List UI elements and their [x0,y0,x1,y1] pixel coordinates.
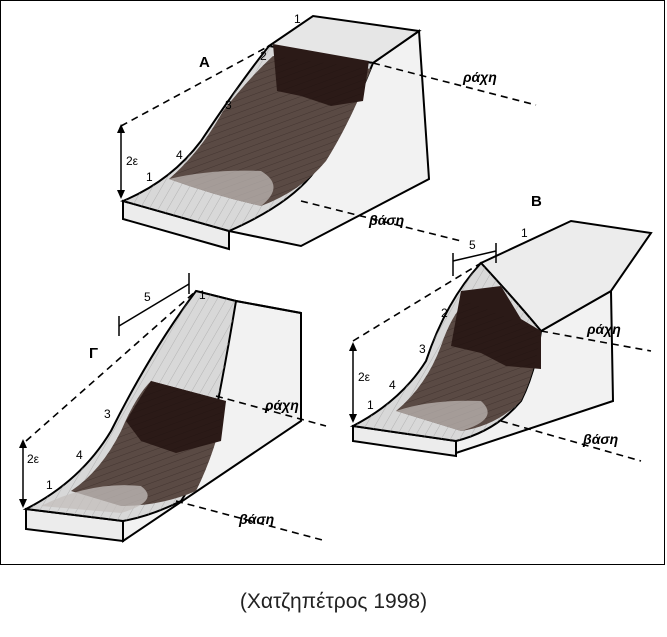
block-b-base-dashed [500,420,642,462]
block-g-width-arrow [118,283,190,327]
block-g-letter: Γ [89,345,98,362]
block-a-ridge-dashed-right [372,62,537,106]
block-b-ridge-label: ράχη [586,321,621,337]
block-a-ridge-label: ράχη [462,69,497,85]
block-g-ridge-dashed-left [25,290,197,442]
block-a-height-label: 2ε [126,154,139,168]
block-b-width-label: 5 [469,238,476,252]
block-b-number-1-base: 1 [367,398,374,412]
block-g-number-4: 4 [76,448,83,462]
block-a-number-1-top: 1 [294,12,301,26]
block-b-ridge-dashed-right [540,330,652,352]
block-a-number-3: 3 [225,98,232,112]
block-a-number-1-base: 1 [146,170,153,184]
block-b-number-2: 2 [441,306,448,320]
block-a-base-dashed [300,200,462,242]
block-g-number-1-top: 1 [199,288,206,302]
block-a-number-2: 2 [260,49,267,63]
block-a: Α 1 2 3 4 1 2ε ράχη βάση [117,12,537,251]
block-b-letter: Β [531,193,542,210]
block-g: Γ 1 3 4 1 5 2ε ράχη βάση [19,273,327,543]
block-b: Β 1 2 3 4 1 5 2ε ράχη βάση [349,193,653,462]
block-g-number-3: 3 [104,407,111,421]
block-g-number-1-base: 1 [46,478,53,492]
block-a-number-4: 4 [176,148,183,162]
block-g-base-label: βάση [238,511,274,527]
block-a-base-label: βάση [368,212,404,228]
block-b-number-1-top: 1 [521,226,528,240]
block-a-letter: Α [199,54,210,71]
block-b-width-arrow [452,250,497,262]
figure-frame: Α 1 2 3 4 1 2ε ράχη βάση Β 1 2 3 4 1 5 [0,0,665,565]
block-b-height-label: 2ε [358,370,371,384]
block-g-ridge-label: ράχη [264,397,299,413]
block-a-ridge-dashed-left [120,45,270,127]
block-g-width-label: 5 [144,290,151,304]
figure-caption: (Χατζηπέτρος 1998) [239,590,428,613]
block-b-number-3: 3 [419,342,426,356]
landslide-diagram: Α 1 2 3 4 1 2ε ράχη βάση Β 1 2 3 4 1 5 [19,12,653,543]
block-g-base-dashed [175,500,327,542]
block-b-number-4: 4 [389,378,396,392]
block-b-ridge-dashed-left [352,262,482,342]
block-g-height-label: 2ε [27,452,40,466]
block-b-base-label: βάση [582,431,618,447]
